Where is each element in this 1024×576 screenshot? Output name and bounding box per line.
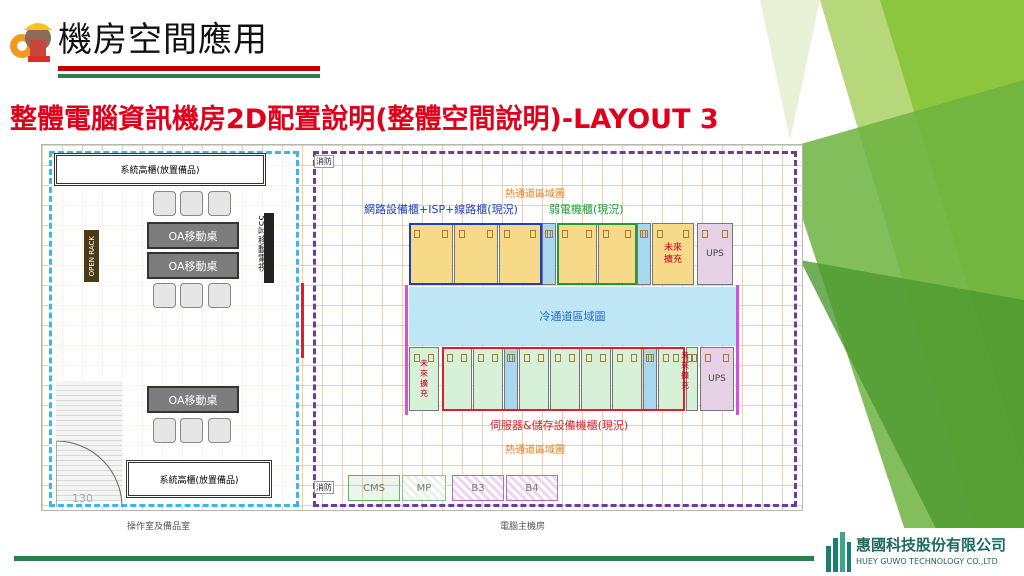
rail-right: [736, 285, 739, 415]
future-rack-top: 未來擴充: [652, 223, 694, 285]
ups-bottom-label: UPS: [708, 374, 726, 384]
server-rack: [519, 347, 549, 411]
chair: [180, 283, 203, 308]
server-rack: [473, 347, 503, 411]
blue-panel: [504, 347, 518, 411]
bottom-rack-row: 未來擴充 UPS: [409, 347, 736, 413]
server-rack: [612, 347, 642, 411]
chair: [180, 191, 203, 216]
company-mark-icon: [826, 532, 851, 572]
weak-group-frame: [557, 223, 637, 285]
mobile-tv: [264, 213, 274, 283]
main-room-label: 電腦主機房: [500, 522, 546, 532]
top-spare-cabinet-label: 系統高櫃(放置備品): [120, 166, 200, 176]
b4-label: B4: [525, 482, 539, 494]
weak-current-rack: [598, 223, 636, 285]
future-rack-bottom-right: [686, 347, 698, 411]
mp-box: MP: [402, 475, 446, 501]
page-title: 機房空間應用: [58, 20, 268, 60]
door-number: 130: [72, 492, 93, 505]
future-bottom-right-label: 未來擴充: [681, 351, 689, 390]
company-logo: 惠國科技股份有限公司 HUEY GUWO TECHNOLOGY CO.,LTD: [820, 528, 1024, 576]
page-subtitle: 整體電腦資訊機房2D配置說明(整體空間說明)-LAYOUT 3: [10, 104, 719, 135]
left-room-label: 操作室及備品室: [127, 522, 191, 532]
title-underline-red: [58, 66, 320, 71]
server-cabinet-label: 伺服器&儲存設備機櫃(現況): [490, 419, 629, 432]
hot-aisle-bottom-label: 熱通道區域圖: [505, 445, 565, 456]
top-rack-row: 未來擴充 UPS: [409, 223, 736, 287]
mp-label: MP: [416, 482, 432, 494]
oa-desk-1: OA移動桌: [147, 222, 239, 249]
footer-bar: [14, 556, 814, 561]
cold-aisle-label: 冷通道區域圖: [539, 310, 606, 323]
door-area: [56, 381, 122, 501]
cms-label: CMS: [363, 482, 385, 494]
server-rack: [442, 347, 472, 411]
network-cabinet-label: 網路設備櫃+ISP+線路櫃(現況): [364, 203, 518, 216]
cms-box: CMS: [348, 475, 400, 501]
engineer-logo-icon: [6, 14, 56, 66]
oa-desk-2: OA移動桌: [147, 252, 239, 279]
chair: [208, 418, 231, 443]
b3-box: B3: [452, 475, 504, 501]
network-group-frame: [409, 223, 542, 285]
server-group-frame: [442, 347, 685, 411]
future-rack-bottom-left: 未來擴充: [409, 347, 439, 411]
future-bottom-left-label: 未來擴充: [420, 359, 428, 398]
blue-panel: [542, 223, 556, 285]
chair: [153, 191, 176, 216]
mobile-tv-label: 55吋移動電視: [256, 215, 266, 272]
main-room-border: [313, 151, 797, 507]
server-rack: [550, 347, 580, 411]
weak-current-label: 弱電機櫃(現況): [549, 203, 624, 216]
hot-aisle-top-label: 熱通道區域圖: [505, 189, 565, 200]
b4-box: B4: [506, 475, 558, 501]
chair: [208, 191, 231, 216]
top-spare-cabinet: 系統高櫃(放置備品): [54, 153, 266, 186]
cold-aisle: 冷通道區域圖: [409, 287, 736, 345]
chair: [208, 283, 231, 308]
bottom-spare-cabinet-label: 系統高櫃(放置備品): [159, 475, 239, 486]
ups-top: UPS: [697, 223, 733, 285]
red-partition: [301, 283, 304, 358]
decorative-green-shapes: [760, 0, 1024, 576]
company-name: 惠國科技股份有限公司: [856, 536, 1007, 554]
company-name-en: HUEY GUWO TECHNOLOGY CO.,LTD: [856, 557, 998, 566]
left-room-border: [49, 151, 299, 507]
ups-top-label: UPS: [706, 249, 724, 259]
bottom-spare-cabinet: 系統高櫃(放置備品): [126, 460, 272, 498]
open-rack: OPEN RACK: [84, 230, 99, 282]
fire-bottom-label: 消防: [314, 481, 334, 494]
rail-left: [405, 285, 408, 415]
chair: [180, 418, 203, 443]
ups-bottom: UPS: [700, 347, 734, 411]
floor-plan: 系統高櫃(放置備品) OA移動桌 OA移動桌 OPEN RACK 55吋移動電視…: [41, 144, 803, 511]
blue-panel: [637, 223, 651, 285]
fire-top-label: 消防: [314, 155, 334, 168]
door-swing-icon: [56, 441, 123, 507]
b3-label: B3: [471, 482, 485, 494]
future-top-label: 未來擴充: [663, 243, 682, 265]
network-rack: [499, 223, 541, 285]
open-rack-label: OPEN RACK: [87, 235, 96, 277]
title-underline-green: [58, 74, 320, 78]
chair: [153, 283, 176, 308]
oa-desk-3: OA移動桌: [147, 386, 239, 413]
chair: [153, 418, 176, 443]
